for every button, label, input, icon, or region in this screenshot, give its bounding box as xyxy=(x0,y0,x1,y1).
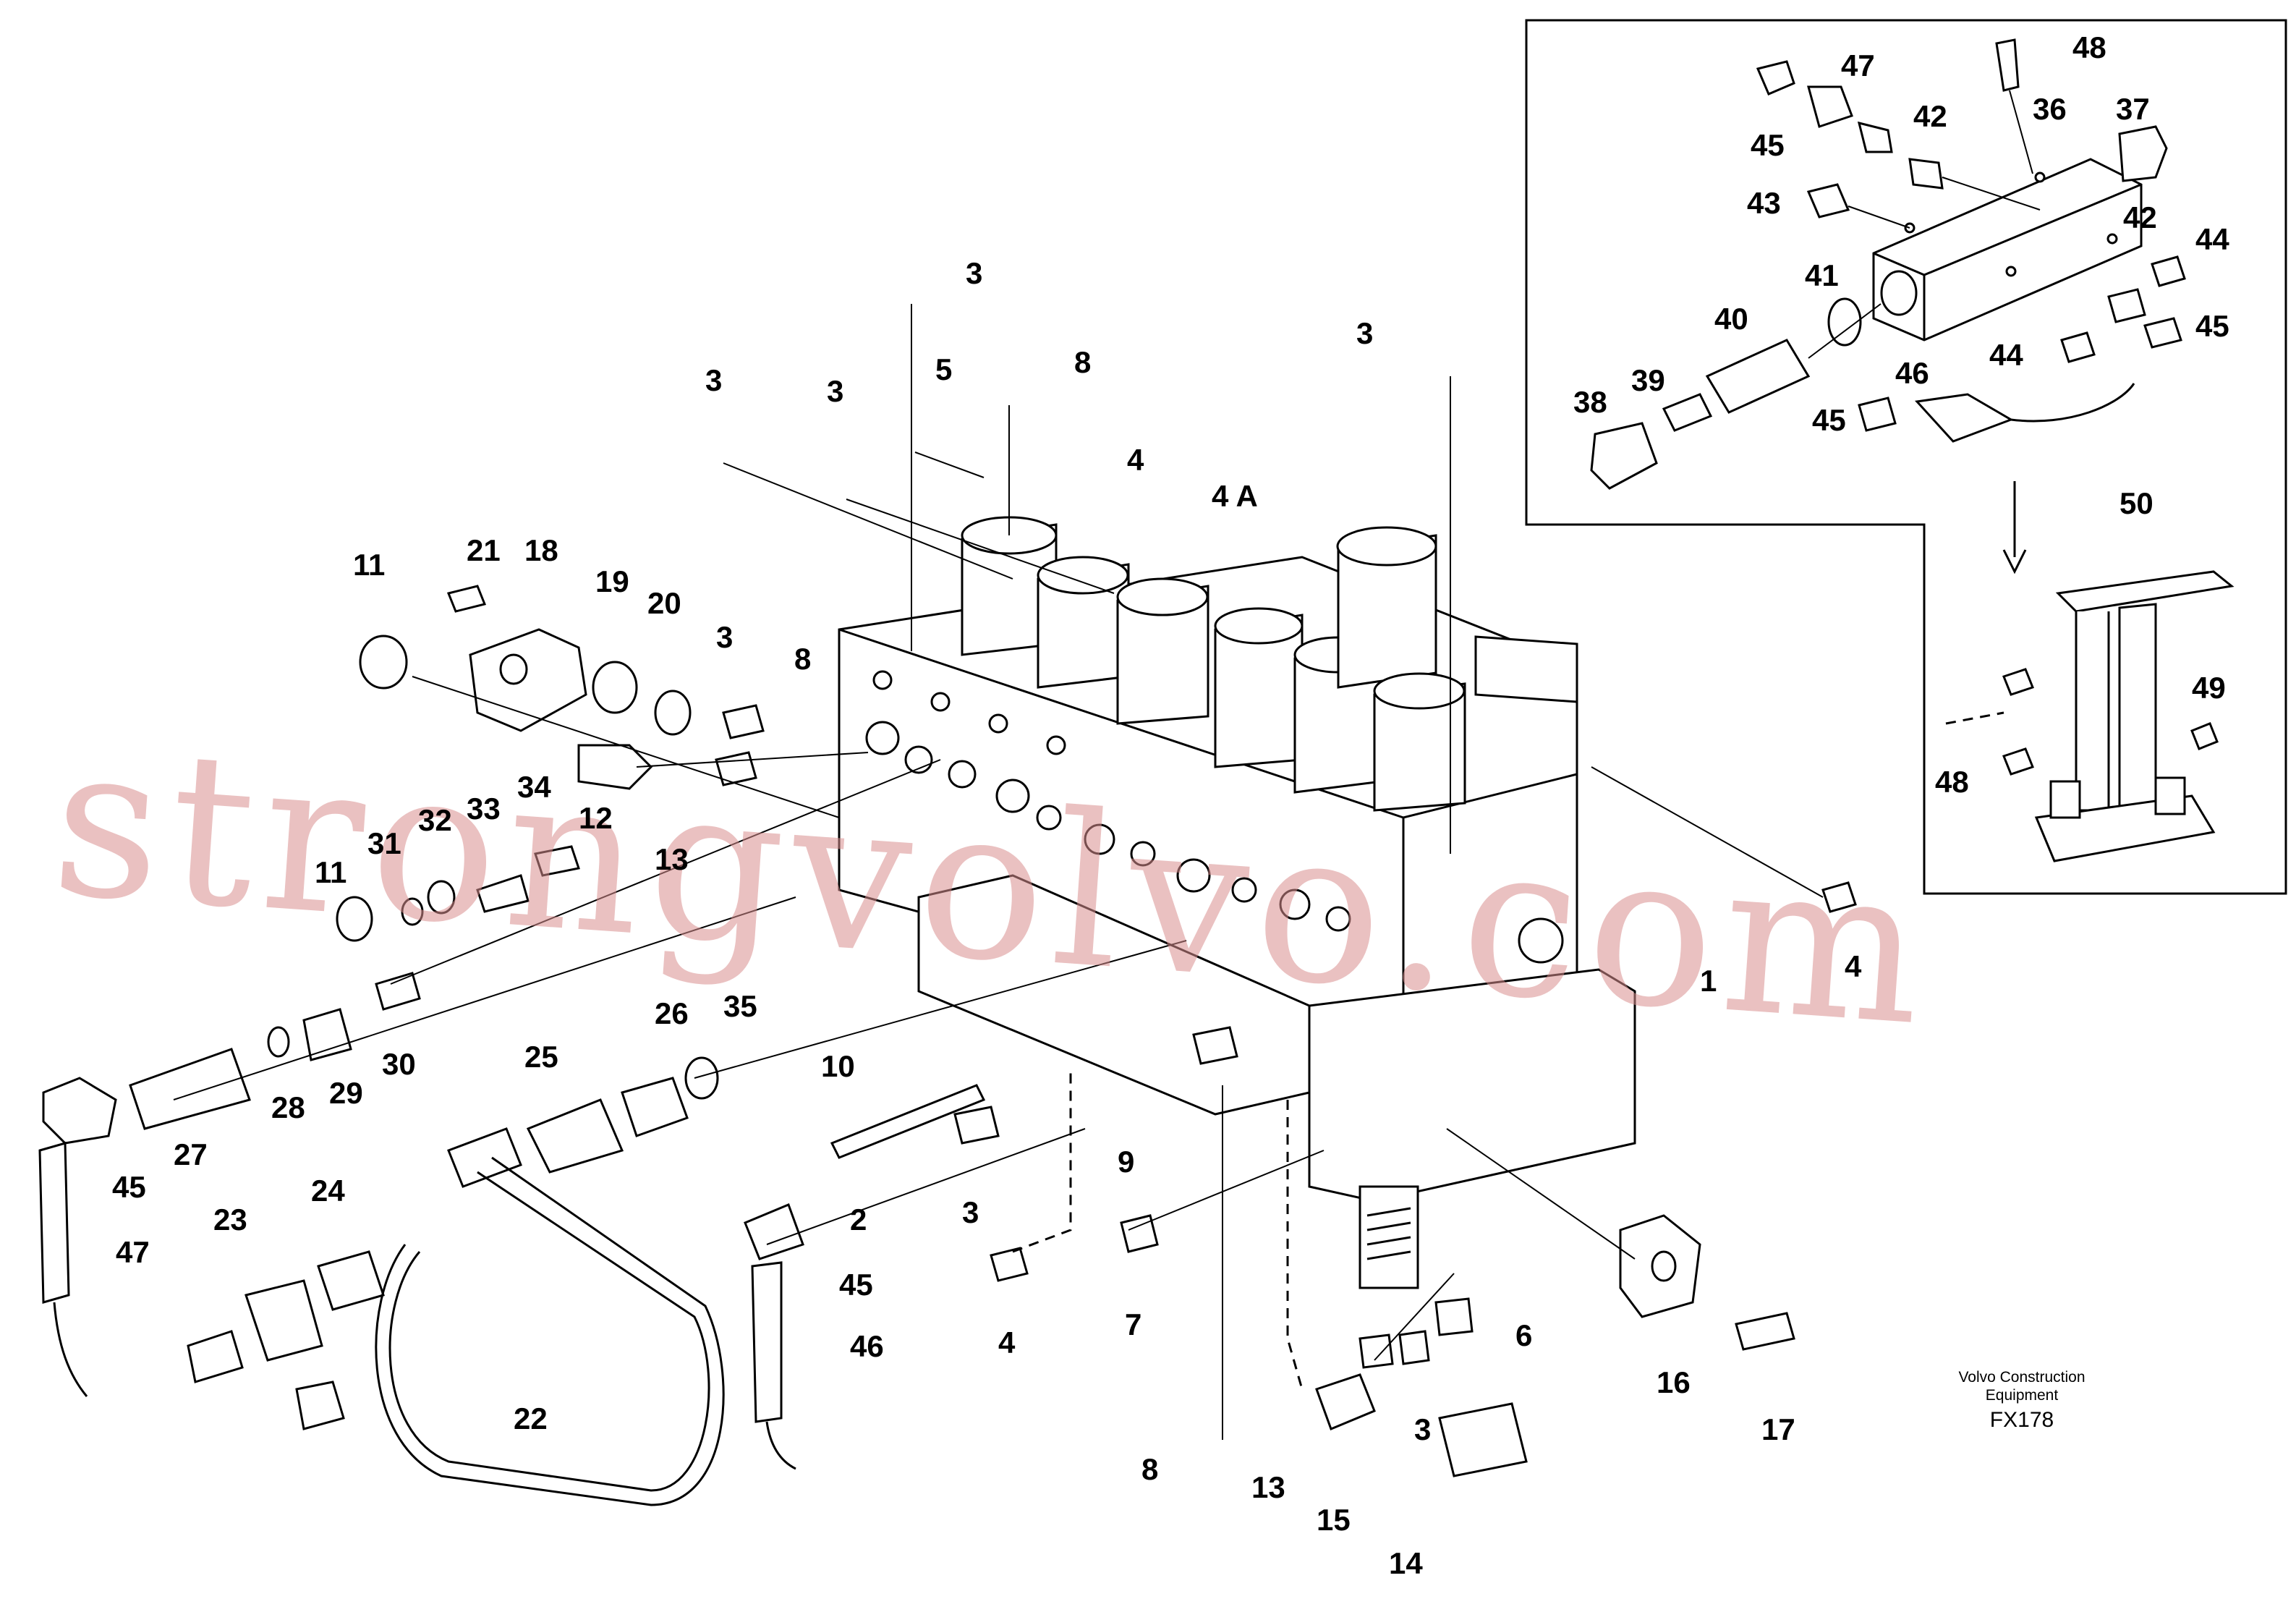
callout-41: 41 xyxy=(1805,258,1839,292)
callout-2: 2 xyxy=(850,1203,867,1237)
callout-4a: 4 A xyxy=(1212,479,1258,513)
left-parts xyxy=(38,585,804,1506)
callout-44: 44 xyxy=(2195,222,2229,256)
callout-45: 45 xyxy=(2195,309,2229,343)
callout-29: 29 xyxy=(329,1076,363,1110)
callout-47: 47 xyxy=(1841,48,1875,82)
callout-3: 3 xyxy=(962,1195,979,1229)
callout-6: 6 xyxy=(1515,1318,1532,1352)
callout-43: 43 xyxy=(1747,186,1781,220)
callout-14: 14 xyxy=(1389,1546,1423,1580)
lower-parts xyxy=(830,881,1857,1477)
inset-detail xyxy=(1525,19,2287,895)
callout-27: 27 xyxy=(174,1137,208,1171)
callout-26: 26 xyxy=(655,996,689,1030)
callout-3: 3 xyxy=(1356,316,1373,350)
callout-11: 11 xyxy=(315,855,346,889)
callout-4: 4 xyxy=(998,1326,1016,1360)
callout-3: 3 xyxy=(827,374,843,408)
callout-23: 23 xyxy=(213,1203,247,1237)
callout-32: 32 xyxy=(418,803,452,837)
callout-8: 8 xyxy=(794,642,811,676)
callout-40: 40 xyxy=(1714,302,1748,336)
callout-18: 18 xyxy=(524,533,558,567)
callout-20: 20 xyxy=(647,586,681,620)
figure-code: FX178 xyxy=(1990,1408,2054,1432)
callout-7: 7 xyxy=(1125,1307,1141,1341)
callout-36: 36 xyxy=(2033,92,2067,126)
callout-28: 28 xyxy=(271,1090,305,1124)
credit-line2: Equipment xyxy=(1986,1387,2059,1404)
callout-38: 38 xyxy=(1573,385,1607,419)
credit-block: Volvo Construction Equipment FX178 xyxy=(1958,1369,2085,1432)
callout-50: 50 xyxy=(2119,486,2153,520)
callout-19: 19 xyxy=(595,564,629,598)
credit-line1: Volvo Construction xyxy=(1958,1369,2085,1386)
callout-13: 13 xyxy=(1251,1470,1285,1504)
callout-1: 1 xyxy=(1700,964,1717,998)
callout-45: 45 xyxy=(1751,128,1785,162)
callout-37: 37 xyxy=(2116,92,2150,126)
callout-45: 45 xyxy=(112,1170,146,1204)
callout-39: 39 xyxy=(1631,363,1665,397)
callout-44: 44 xyxy=(1989,338,2023,372)
callout-45: 45 xyxy=(1812,403,1846,437)
callouts: 3 8 3 3 3 5 4 4 A 11 21 18 19 20 3 8 34 … xyxy=(112,30,2229,1580)
solenoid-row xyxy=(961,516,1466,812)
callout-24: 24 xyxy=(311,1174,345,1208)
callout-34: 34 xyxy=(517,770,551,804)
callout-31: 31 xyxy=(367,826,401,860)
callout-21: 21 xyxy=(467,533,501,567)
callout-10: 10 xyxy=(821,1049,855,1083)
leader-lines xyxy=(173,304,1824,1440)
port-holes xyxy=(865,670,1351,932)
callout-11: 11 xyxy=(353,548,385,582)
callout-33: 33 xyxy=(467,792,501,826)
callout-45: 45 xyxy=(839,1268,873,1302)
callout-3: 3 xyxy=(966,256,982,290)
callout-5: 5 xyxy=(935,352,952,386)
callout-3: 3 xyxy=(705,363,722,397)
callout-9: 9 xyxy=(1118,1145,1134,1179)
callout-46: 46 xyxy=(1895,356,1929,390)
callout-15: 15 xyxy=(1317,1503,1351,1537)
callout-4: 4 xyxy=(1845,949,1862,983)
callout-3: 3 xyxy=(716,620,733,654)
callout-4: 4 xyxy=(1127,443,1144,477)
callout-30: 30 xyxy=(382,1047,416,1081)
callout-17: 17 xyxy=(1761,1412,1795,1446)
callout-48: 48 xyxy=(2072,30,2106,64)
callout-42: 42 xyxy=(1913,99,1947,133)
callout-3: 3 xyxy=(1414,1412,1431,1446)
callout-49: 49 xyxy=(2192,671,2226,705)
callout-48: 48 xyxy=(1935,765,1969,799)
callout-47: 47 xyxy=(116,1235,150,1269)
callout-25: 25 xyxy=(524,1040,558,1074)
callout-35: 35 xyxy=(723,989,757,1023)
callout-22: 22 xyxy=(514,1401,548,1435)
callout-46: 46 xyxy=(850,1329,884,1363)
callout-16: 16 xyxy=(1657,1365,1691,1399)
callout-8: 8 xyxy=(1141,1452,1158,1486)
callout-8: 8 xyxy=(1074,345,1091,379)
callout-13: 13 xyxy=(655,842,689,876)
callout-12: 12 xyxy=(579,801,613,835)
callout-42: 42 xyxy=(2123,200,2157,234)
